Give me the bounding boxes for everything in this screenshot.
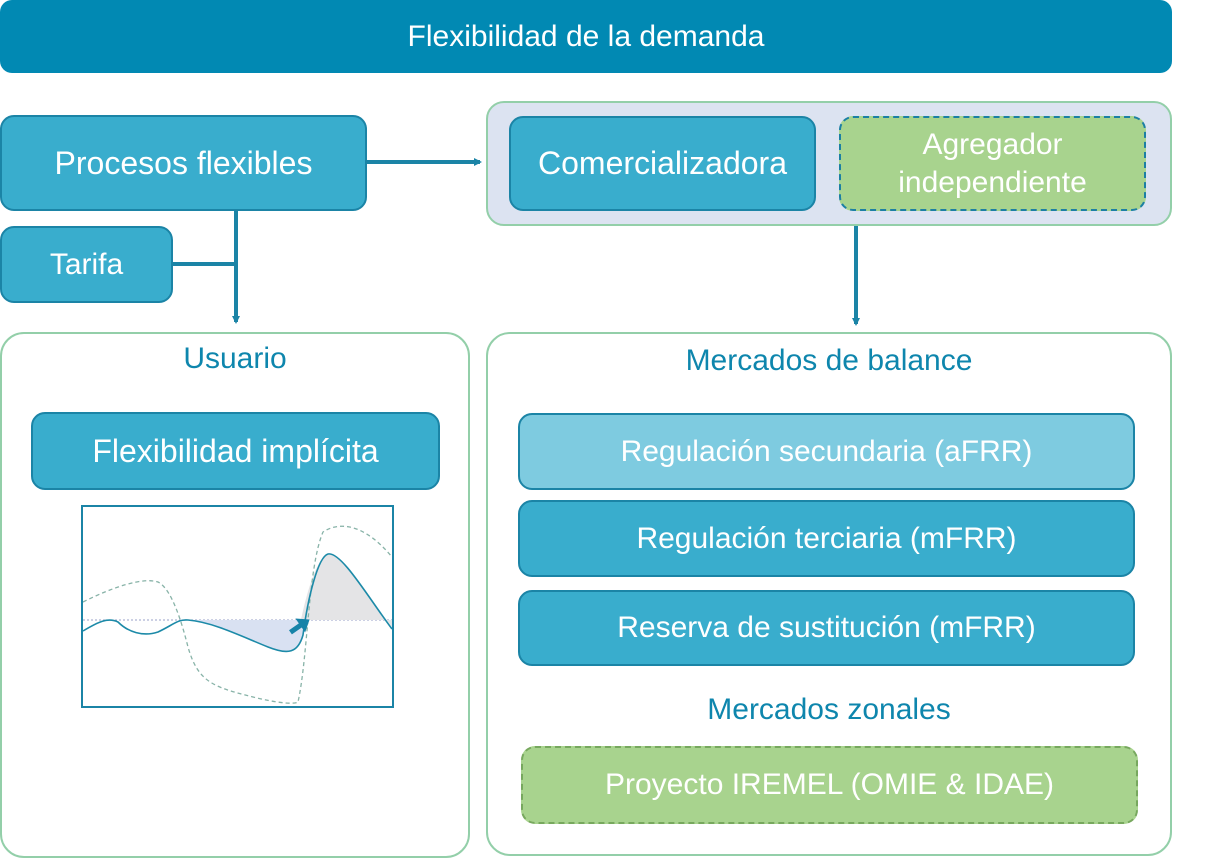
flexibilidad-implicita-box: Flexibilidad implícita (31, 412, 440, 490)
procesos-flexibles-box: Procesos flexibles (0, 115, 367, 211)
surplus-area (301, 553, 392, 627)
diagram-title: Flexibilidad de la demanda (0, 0, 1172, 73)
load-shift-illustration (81, 505, 394, 708)
usuario-heading: Usuario (183, 342, 287, 375)
mercados-balance-heading: Mercados de balance (685, 344, 973, 377)
reference-dashed-curve (82, 525, 393, 704)
market-item: Regulación terciaria (mFRR) (518, 500, 1135, 577)
shift-arrow-icon (289, 618, 310, 635)
mercados-zonales-heading: Mercados zonales (707, 693, 951, 726)
demand-curve (82, 553, 393, 653)
market-item: Reserva de sustitución (mFRR) (518, 590, 1135, 666)
tarifa-box: Tarifa (0, 226, 173, 303)
market-item: Regulación secundaria (aFRR) (518, 413, 1135, 490)
comercializadora-box: Comercializadora (509, 116, 816, 211)
iremel-project-box: Proyecto IREMEL (OMIE & IDAE) (521, 746, 1138, 824)
agregador-box: Agregador independiente (839, 116, 1146, 211)
